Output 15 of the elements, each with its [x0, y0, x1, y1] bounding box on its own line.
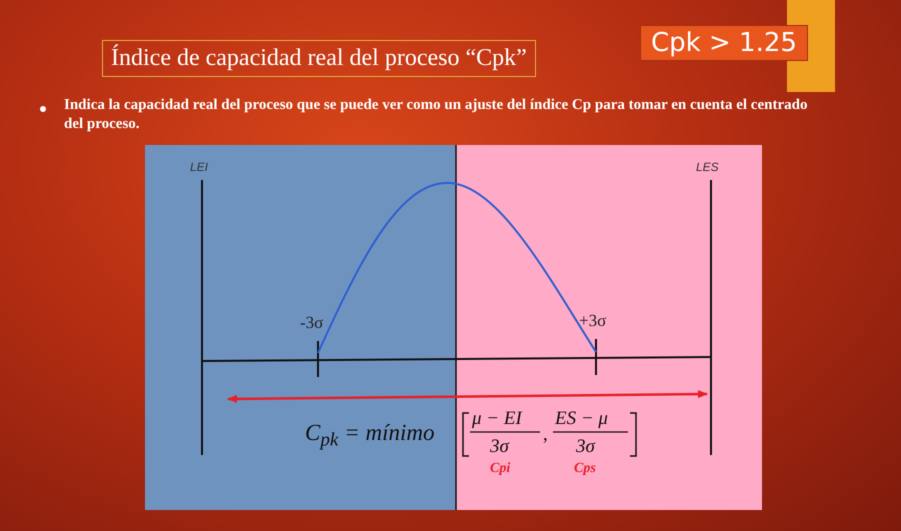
- sigma-label: -3σ: [300, 313, 324, 333]
- formula-numerator: μ − EI: [472, 408, 522, 430]
- limit-label: LEI: [190, 160, 208, 174]
- term-label: Cps: [574, 461, 596, 477]
- term-label: Cpi: [490, 461, 510, 477]
- slide-title: Índice de capacidad real del proceso “Cpk”: [102, 40, 536, 77]
- sigma-label: +3σ: [579, 311, 606, 331]
- formula-denominator: 3σ: [576, 436, 595, 458]
- bullet-text: Indica la capacidad real del proceso que se puede ver como un ajuste del índice Cp para tomar en cuenta el centrado del proceso.: [64, 96, 808, 134]
- formula-numerator: ES − μ: [555, 408, 608, 430]
- limit-label: LES: [696, 160, 719, 174]
- threshold-badge: Cpk > 1.25: [640, 25, 808, 61]
- formula-text: C$_{pk}$ = mínimo: [305, 420, 434, 452]
- formula-comma: ,: [543, 424, 548, 446]
- formula-denominator: 3σ: [490, 436, 509, 458]
